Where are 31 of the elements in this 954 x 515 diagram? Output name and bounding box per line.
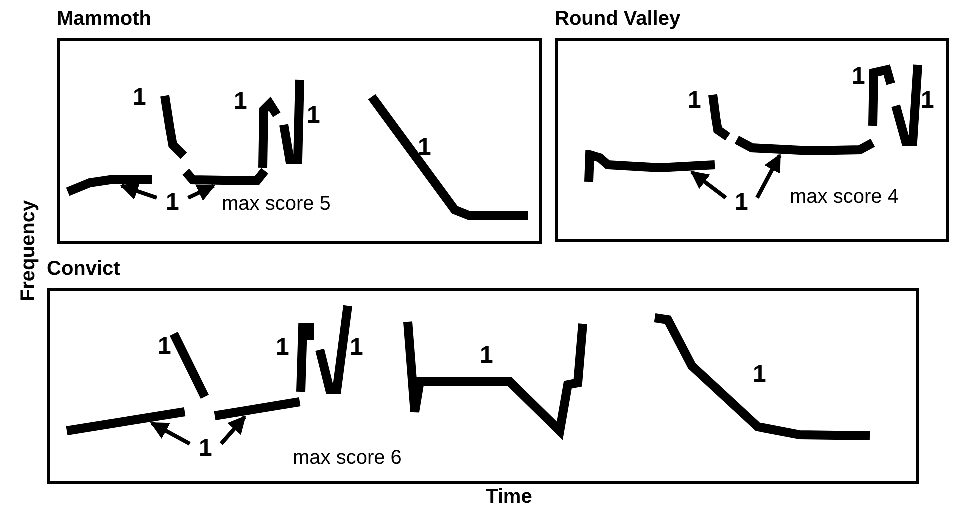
score-label: 1	[921, 88, 934, 114]
score-label: 1	[852, 64, 866, 90]
arrow	[188, 184, 216, 202]
score-label: 1	[234, 89, 248, 115]
score-label: 1	[753, 362, 766, 388]
score-label: 1	[166, 190, 180, 216]
max-score-note: max score 6	[293, 447, 402, 469]
arrow	[756, 154, 782, 199]
score-label: 1	[307, 103, 320, 129]
arrow	[120, 182, 158, 200]
max-score-note: max score 5	[222, 193, 331, 215]
axis-label: Frequency	[18, 200, 40, 302]
score-label: 1	[418, 135, 432, 161]
curve-segment	[732, 135, 878, 156]
axis-label: Time	[486, 486, 532, 508]
max-score-note: max score 4	[790, 186, 899, 208]
score-label: 1	[735, 190, 748, 216]
score-label: 1	[688, 88, 702, 114]
score-label: 1	[199, 436, 212, 462]
arrow	[220, 416, 246, 446]
score-label: 1	[158, 334, 172, 360]
score-label: 1	[133, 85, 146, 111]
panel-title: Round Valley	[555, 8, 681, 30]
panel-title: Convict	[47, 258, 120, 280]
curve-segment	[181, 166, 270, 186]
arrow	[690, 170, 728, 200]
score-label: 1	[276, 335, 290, 361]
score-label: 1	[350, 335, 364, 361]
panel-title: Mammoth	[57, 8, 152, 30]
score-label: 1	[480, 343, 494, 369]
arrow	[150, 422, 191, 446]
